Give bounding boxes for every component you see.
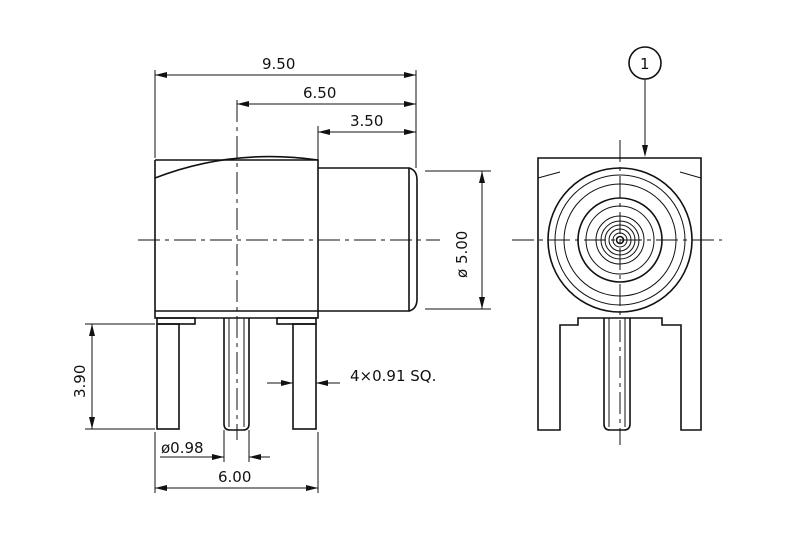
dim-overall-length-text: 9.50 bbox=[262, 55, 295, 73]
pin-stub-left bbox=[156, 317, 196, 325]
dim-barrel-length-text: 3.50 bbox=[350, 112, 383, 130]
dimension-center-pin-diameter: ø0.98 bbox=[160, 430, 270, 462]
callout-number: 1 bbox=[640, 55, 650, 73]
side-view bbox=[138, 100, 440, 440]
front-housing bbox=[537, 157, 702, 431]
front-bevel-right bbox=[679, 171, 702, 179]
dim-pin-height-text: 3.90 bbox=[71, 365, 89, 398]
dimension-overall-length: 9.50 bbox=[154, 55, 417, 168]
dim-barrel-diameter-text: ø 5.00 bbox=[453, 231, 471, 278]
front-center-pin bbox=[603, 318, 631, 431]
front-view bbox=[512, 140, 722, 445]
dimension-pin-size: 4×0.91 SQ. bbox=[267, 367, 436, 386]
dimension-pin-height: 3.90 bbox=[71, 323, 155, 430]
pin-left bbox=[156, 323, 180, 430]
dim-body-to-tip-text: 6.50 bbox=[303, 84, 336, 102]
dimension-barrel-length: 3.50 bbox=[317, 112, 416, 160]
pin-stub-right bbox=[276, 317, 317, 325]
dim-pin-spacing-text: 6.00 bbox=[218, 468, 251, 486]
dimension-pin-spacing: 6.00 bbox=[154, 432, 319, 493]
dimension-body-to-tip: 6.50 bbox=[236, 84, 416, 107]
dimension-barrel-diameter: ø 5.00 bbox=[425, 170, 491, 310]
callout-balloon: 1 bbox=[628, 46, 662, 157]
front-bevel-left bbox=[537, 171, 561, 179]
dim-pin-size-text: 4×0.91 SQ. bbox=[350, 367, 436, 385]
pin-right bbox=[292, 323, 317, 430]
dim-center-pin-diameter-text: ø0.98 bbox=[161, 439, 204, 457]
